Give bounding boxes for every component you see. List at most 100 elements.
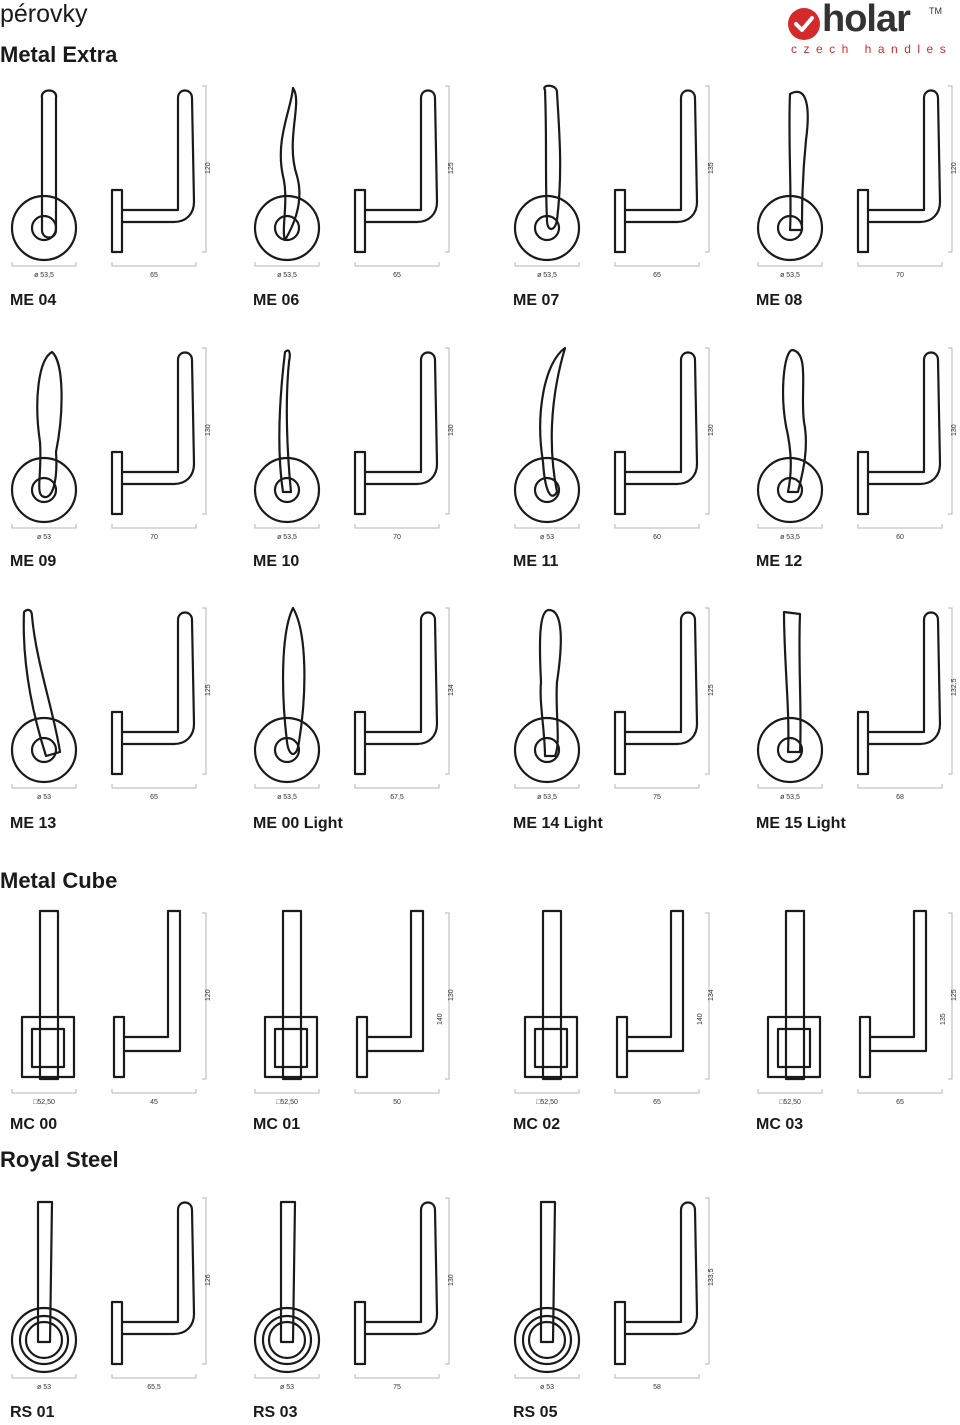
height-dimension: 135	[708, 162, 715, 174]
model-label: ME 14 Light	[513, 815, 603, 832]
diameter-dimension: ø 53,5	[780, 272, 800, 279]
lever-side-view	[623, 1201, 699, 1336]
model-label: ME 00 Light	[253, 815, 343, 832]
rosette-side	[613, 188, 627, 254]
depth-dimension: 70	[393, 534, 401, 541]
depth-dimension: 58	[653, 1384, 661, 1391]
depth-dimension: 45	[150, 1099, 158, 1106]
square-rosette	[20, 1015, 76, 1079]
rosette-shape	[253, 716, 321, 784]
model-label: RS 03	[253, 1404, 298, 1421]
rosette-shape	[513, 1306, 581, 1374]
section-title-metal-cube: Metal Cube	[0, 868, 118, 893]
depth-dimension: 50	[393, 1099, 401, 1106]
lever-side-view	[365, 909, 425, 1053]
rosette-ring	[267, 1320, 307, 1360]
rosette-side	[112, 1015, 126, 1079]
diameter-dimension: ø 53,5	[277, 534, 297, 541]
model-label: ME 10	[253, 553, 300, 570]
section-title-metal-extra: Metal Extra	[0, 42, 118, 67]
rosette-ring	[261, 1314, 313, 1366]
lever-hub	[776, 736, 804, 764]
depth-dimension: 60	[896, 534, 904, 541]
rosette-ring	[18, 1314, 70, 1366]
model-label: ME 06	[253, 292, 300, 309]
height-dimension: 134	[708, 989, 715, 1001]
lever-hub	[533, 476, 561, 504]
square-hub	[533, 1027, 569, 1069]
depth-dimension: 65	[393, 272, 401, 279]
lever-hub	[273, 476, 301, 504]
rosette-side	[110, 710, 124, 776]
lever-side-view	[866, 89, 942, 224]
diameter-dimension: ø 53	[37, 794, 51, 801]
lever-side-view	[866, 611, 942, 746]
lever-hub	[30, 476, 58, 504]
model-label: ME 12	[756, 553, 803, 570]
rosette-shape	[10, 456, 78, 524]
rosette-side	[353, 450, 367, 516]
diameter-dimension: ø 53,5	[780, 534, 800, 541]
height-dimension: 125	[951, 989, 958, 1001]
lever-side-view	[623, 89, 699, 224]
height-dimension: 120	[205, 989, 212, 1001]
depth-dimension: 75	[393, 1384, 401, 1391]
rosette-shape	[756, 716, 824, 784]
diameter-dimension: ø 53	[280, 1384, 294, 1391]
check-icon	[788, 8, 820, 40]
brand-tagline: czech handles	[791, 42, 953, 56]
depth-dimension: 67,5	[390, 794, 404, 801]
model-label: MC 03	[756, 1116, 804, 1133]
height-dimension: 126	[205, 1274, 212, 1286]
lever-side-view	[625, 909, 685, 1053]
lever-front-view	[539, 346, 567, 497]
depth-dimension: 65	[150, 272, 158, 279]
diameter-dimension: ø 53,5	[537, 272, 557, 279]
depth-dimension: 65,5	[147, 1384, 161, 1391]
lever-front-view	[278, 349, 293, 494]
lever-side-view	[120, 351, 196, 486]
rosette-side	[858, 1015, 872, 1079]
rosette-side	[110, 450, 124, 516]
diameter-dimension: ø 53,5	[277, 272, 297, 279]
square-hub	[273, 1027, 309, 1069]
rosette-side	[856, 710, 870, 776]
lever-hub	[273, 214, 301, 242]
lever-front-view	[782, 610, 802, 754]
rosette-shape	[253, 194, 321, 262]
rosette-ring	[24, 1320, 64, 1360]
depth-dimension: 68	[896, 794, 904, 801]
depth-dimension: 65	[150, 794, 158, 801]
height-dimension: 130	[205, 424, 212, 436]
diameter-dimension: ø 53,5	[277, 794, 297, 801]
lever-front-view	[279, 1200, 297, 1344]
diameter-dimension: ø 53	[37, 1384, 51, 1391]
brand-name: holar	[822, 0, 911, 40]
rosette-shape	[10, 1306, 78, 1374]
square-hub	[776, 1027, 812, 1069]
lever-side-view	[363, 1201, 439, 1336]
model-label: ME 09	[10, 553, 57, 570]
model-label: MC 00	[10, 1116, 58, 1133]
handle-drawing: ø 53 65,5 126	[10, 1197, 212, 1391]
lever-side-view	[866, 351, 942, 486]
lever-side-view	[363, 89, 439, 224]
square-rosette	[766, 1015, 822, 1079]
rosette-side	[613, 450, 627, 516]
lever-side-view	[623, 351, 699, 486]
rosette-side	[110, 1300, 124, 1366]
height-dimension: 130	[448, 989, 455, 1001]
lever-front-view	[784, 909, 806, 1081]
rosette-shape	[253, 1306, 321, 1374]
height-dimension-outer: 140	[697, 1013, 704, 1025]
rosette-ring	[521, 1314, 573, 1366]
diameter-dimension: ø 53,5	[780, 794, 800, 801]
